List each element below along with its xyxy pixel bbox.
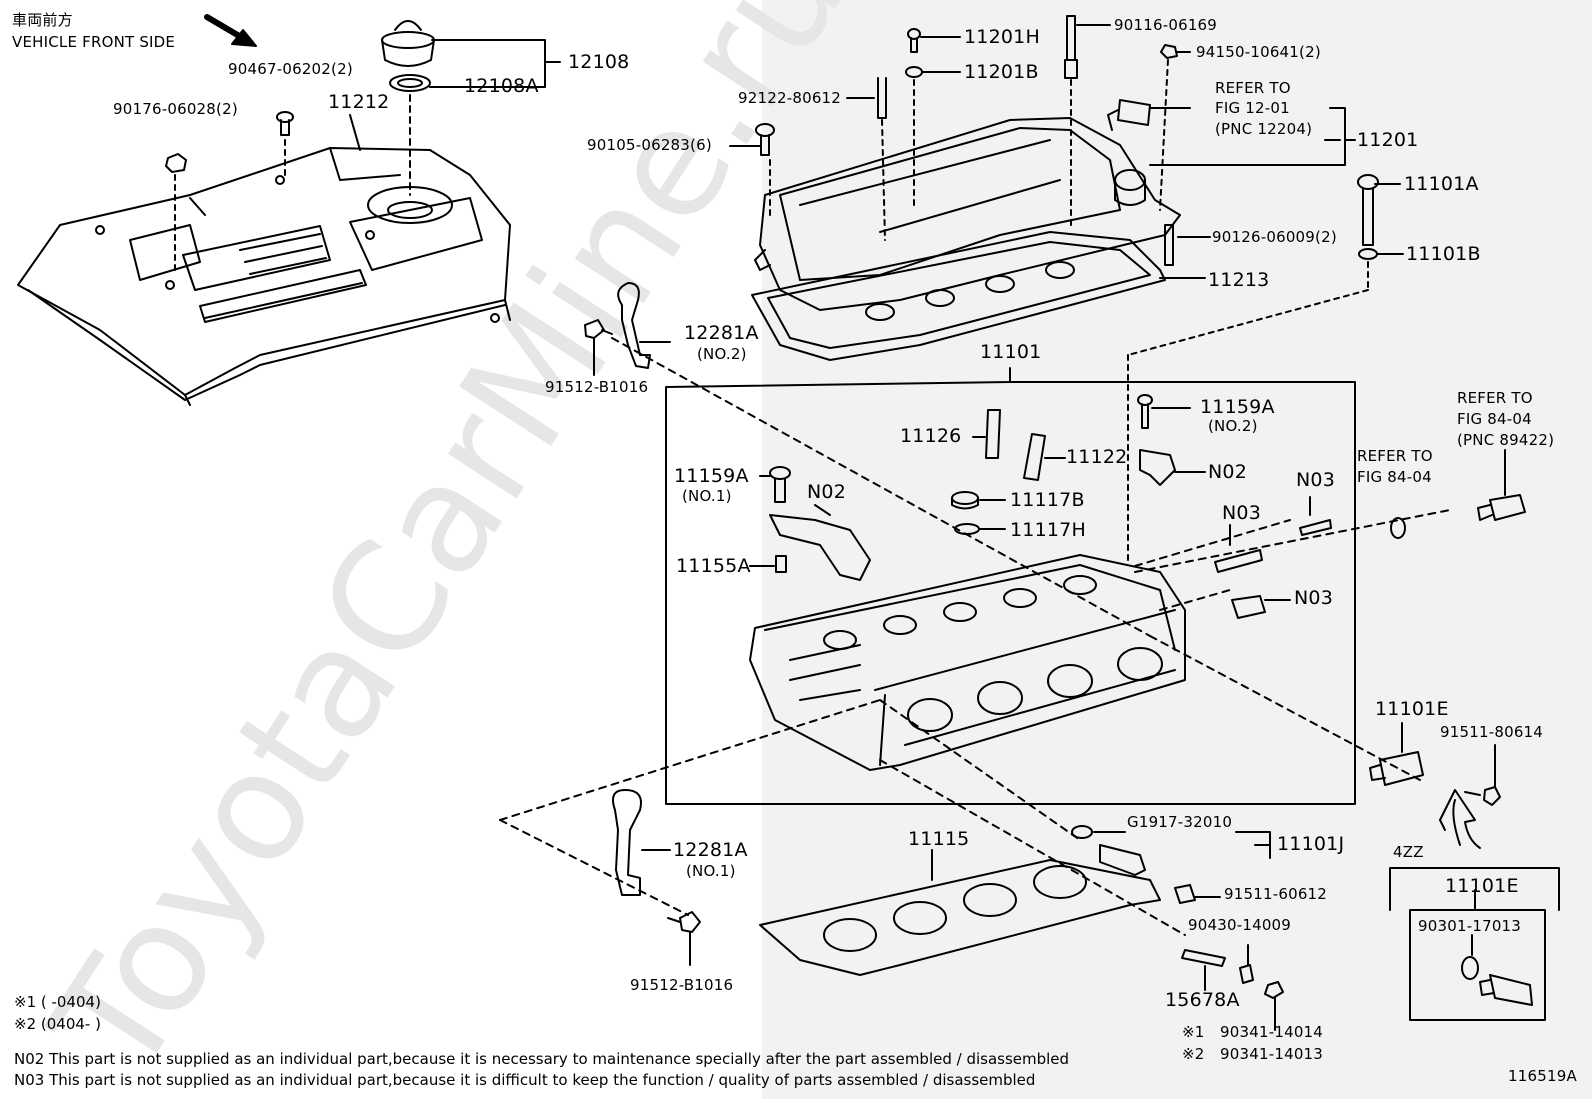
engine-hanger-no2-illustration (617, 282, 671, 369)
bolt-90467-icon (276, 111, 294, 136)
mark-2: ※2 (1182, 1045, 1205, 1063)
bolt-91512-top-icon (584, 319, 613, 339)
part-label-11122[interactable]: 11122 (1066, 446, 1128, 468)
o-ring-and-sensor-detail (1461, 889, 1533, 1006)
valve-cover-bolts (755, 15, 1379, 266)
part-label-N03-mid[interactable]: N03 (1222, 502, 1261, 524)
long-dashed-leaders (499, 337, 1451, 936)
part-label-90126[interactable]: 90126-06009(2) (1212, 228, 1337, 246)
part-label-90341-14014[interactable]: 90341-14014 (1220, 1023, 1324, 1041)
part-label-91511-80614[interactable]: 91511-80614 (1440, 723, 1544, 741)
footnote-range-1: ※1 ( -0404) (14, 993, 101, 1011)
footnote-N03: N03 This part is not supplied as an indi… (14, 1071, 1036, 1089)
part-label-11159A-no2-sub: (NO.2) (1208, 417, 1258, 435)
4zz-detail-box (1409, 909, 1546, 1021)
ref-fig84b-line2[interactable]: FIG 84-04 (1357, 468, 1432, 486)
part-label-G1917[interactable]: G1917-32010 (1127, 813, 1233, 831)
mark-1: ※1 (1182, 1023, 1205, 1041)
part-label-90467[interactable]: 90467-06202(2) (228, 60, 353, 78)
bolt-91512-bottom-icon (667, 911, 701, 966)
part-label-15678A[interactable]: 15678A (1165, 989, 1240, 1011)
engine-hanger-no1-illustration (612, 789, 671, 896)
part-label-11101J[interactable]: 11101J (1277, 833, 1345, 855)
part-label-90430[interactable]: 90430-14009 (1188, 916, 1292, 934)
part-label-91511-60612[interactable]: 91511-60612 (1224, 885, 1328, 903)
part-label-11101B[interactable]: 11101B (1406, 243, 1481, 265)
part-label-11159A-no2[interactable]: 11159A (1200, 396, 1275, 418)
reference-arrow-icon (1439, 789, 1481, 849)
cylinder-head-small-parts (749, 394, 1332, 619)
part-label-90105[interactable]: 90105-06283(6) (587, 136, 712, 154)
ref-fig84a-line1[interactable]: REFER TO (1457, 389, 1533, 407)
part-label-92122[interactable]: 92122-80612 (738, 89, 842, 107)
figure-id: 116519A (1508, 1067, 1577, 1085)
part-label-11115[interactable]: 11115 (908, 828, 970, 850)
cylinder-head-illustration (749, 554, 1186, 771)
shaded-background-panel (762, 0, 1592, 1099)
part-label-11101E-box[interactable]: 11101E (1445, 875, 1519, 897)
part-label-N02-left[interactable]: N02 (807, 481, 846, 503)
cylinder-head-group-box (665, 367, 1356, 805)
part-label-11213[interactable]: 11213 (1208, 269, 1270, 291)
right-side-sensors (1369, 449, 1526, 806)
lower-small-parts (1071, 825, 1284, 1031)
part-label-11155A[interactable]: 11155A (676, 555, 751, 577)
part-label-N02-right[interactable]: N02 (1208, 461, 1247, 483)
part-label-12281A-no2-sub: (NO.2) (697, 345, 747, 363)
part-label-90176[interactable]: 90176-06028(2) (113, 100, 238, 118)
valve-cover-dashed-leaders (769, 59, 1369, 561)
vehicle-front-label-jp: 車両前方 (12, 11, 73, 29)
solid-leader-lines (349, 24, 1404, 279)
part-label-11201B[interactable]: 11201B (964, 61, 1039, 83)
part-label-90116[interactable]: 90116-06169 (1114, 16, 1218, 34)
part-label-11101[interactable]: 11101 (980, 341, 1042, 363)
footnote-N02: N02 This part is not supplied as an indi… (14, 1050, 1070, 1068)
part-label-11201[interactable]: 11201 (1357, 129, 1419, 151)
vehicle-front-label-en: VEHICLE FRONT SIDE (12, 33, 176, 51)
ref-fig84a-line2[interactable]: FIG 84-04 (1457, 410, 1532, 428)
part-label-11101E[interactable]: 11101E (1375, 698, 1449, 720)
4zz-bracket (1389, 867, 1560, 911)
part-label-N03-bottom[interactable]: N03 (1294, 587, 1333, 609)
12108-bracket-leader (429, 39, 561, 88)
part-label-12281A-no1-sub: (NO.1) (686, 862, 736, 880)
engine-code-label-4ZZ: 4ZZ (1393, 843, 1424, 861)
part-label-12281A-no2[interactable]: 12281A (684, 322, 759, 344)
part-label-12108[interactable]: 12108 (568, 51, 630, 73)
footnote-range-2: ※2 (0404- ) (14, 1015, 101, 1033)
valve-cover-gasket-illustration (751, 231, 1166, 361)
part-label-12281A-no1[interactable]: 12281A (673, 839, 748, 861)
oil-filler-cap-illustration (381, 20, 435, 92)
part-label-90301[interactable]: 90301-17013 (1418, 917, 1522, 935)
part-label-12108A[interactable]: 12108A (464, 75, 539, 97)
ref-fig12-line2[interactable]: FIG 12-01 (1215, 99, 1290, 117)
part-label-N03-top[interactable]: N03 (1296, 469, 1335, 491)
part-label-91512-top[interactable]: 91512-B1016 (545, 378, 649, 396)
part-label-11117H[interactable]: 11117H (1010, 519, 1086, 541)
part-label-11117B[interactable]: 11117B (1010, 489, 1085, 511)
part-label-91512-bottom[interactable]: 91512-B1016 (630, 976, 734, 994)
ref-fig84b-line1[interactable]: REFER TO (1357, 447, 1433, 465)
part-label-11126[interactable]: 11126 (900, 425, 962, 447)
part-label-11201H[interactable]: 11201H (964, 26, 1040, 48)
ref-fig12-line3[interactable]: (PNC 12204) (1215, 120, 1313, 138)
ref-fig12-line1[interactable]: REFER TO (1215, 79, 1291, 97)
part-label-11101A[interactable]: 11101A (1404, 173, 1479, 195)
vehicle-front-arrow-icon (204, 14, 257, 47)
nut-90176-icon (165, 153, 187, 173)
ref-fig84a-line3[interactable]: (PNC 89422) (1457, 431, 1555, 449)
part-label-94150[interactable]: 94150-10641(2) (1196, 43, 1321, 61)
engine-cover-illustration (17, 147, 511, 406)
part-label-11159A-no1[interactable]: 11159A (674, 465, 749, 487)
head-gasket-illustration (759, 849, 1161, 976)
part-label-11159A-no1-sub: (NO.1) (682, 487, 732, 505)
part-label-11212[interactable]: 11212 (328, 91, 390, 113)
part-label-90341-14013[interactable]: 90341-14013 (1220, 1045, 1324, 1063)
